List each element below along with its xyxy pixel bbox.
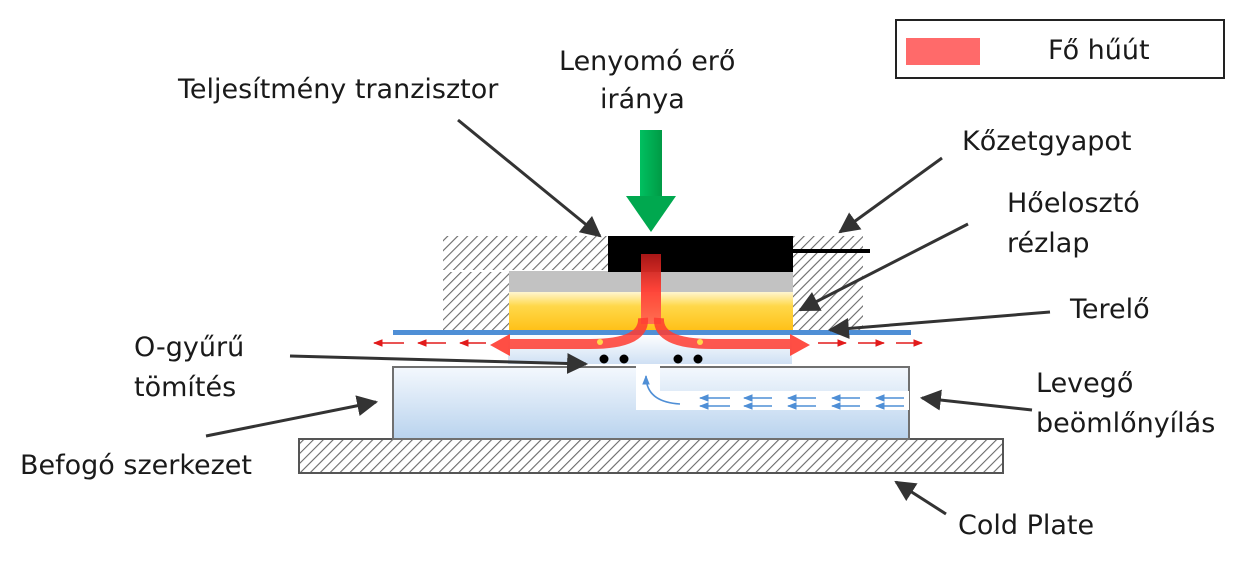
legend-swatch — [906, 38, 980, 65]
label-air-inlet-line1: Levegő — [1036, 368, 1133, 399]
cold-plate-body — [298, 438, 1004, 474]
leader-lines — [205, 118, 1051, 516]
label-o-ring-line2: tömítés — [134, 372, 236, 403]
o-ring-seal — [599, 354, 703, 364]
legend: Fő hűút — [895, 19, 1225, 79]
label-pressing-force-line2: iránya — [600, 84, 685, 115]
label-cold-plate: Cold Plate — [958, 510, 1094, 541]
pressing-force-arrow — [626, 130, 676, 232]
label-pressing-force-line1: Lenyomó erő — [559, 46, 735, 77]
rock-wool-top-left — [443, 236, 608, 270]
label-air-inlet-line2: beömlőnyílás — [1036, 408, 1215, 439]
label-deflector: Terelő — [1069, 294, 1150, 325]
label-heat-spreader-line1: Hőelosztó — [1007, 188, 1140, 219]
main-coolant-flow — [490, 254, 810, 356]
label-power-transistor: Teljesítmény tranzisztor — [177, 74, 499, 105]
power-transistor-body — [608, 236, 793, 272]
label-heat-spreader-line2: rézlap — [1007, 228, 1089, 259]
label-rock-wool: Kőzetgyapot — [962, 126, 1132, 157]
label-clamping-structure: Befogó szerkezet — [20, 450, 252, 481]
deflector-plate — [393, 330, 911, 335]
label-o-ring-line1: O-gyűrű — [134, 332, 244, 363]
air-inflow-arrows — [642, 375, 904, 410]
legend-label: Fő hűút — [1048, 35, 1150, 66]
